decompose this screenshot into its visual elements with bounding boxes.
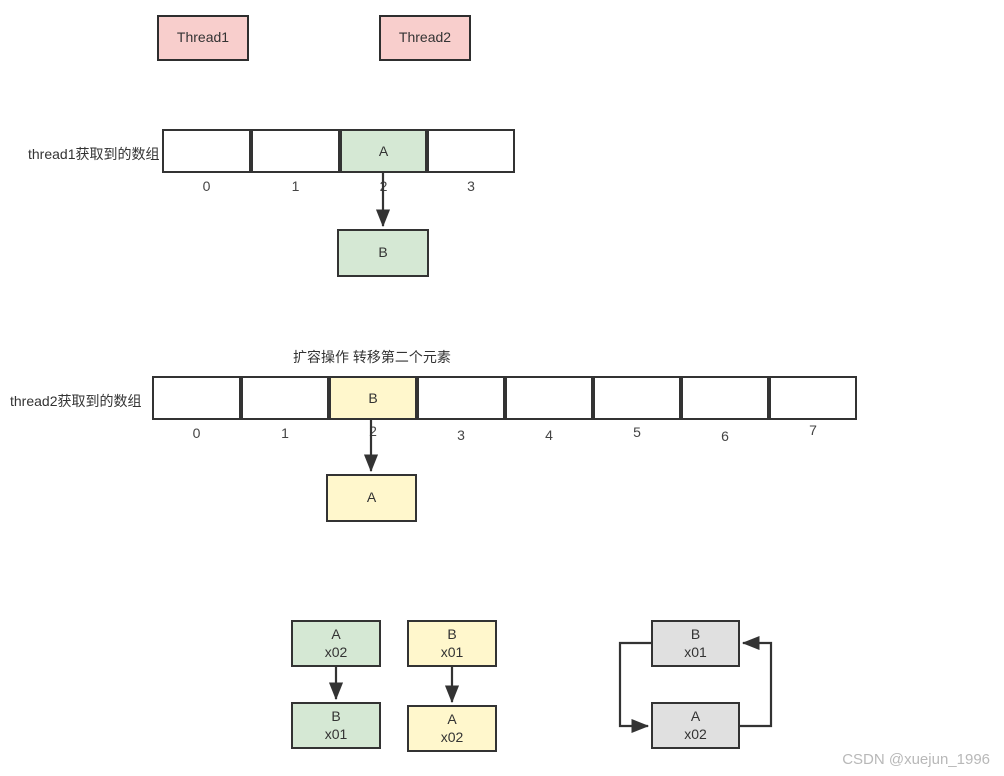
yellow-chain-top-name: B	[447, 626, 457, 642]
green-chain-top-node: A x02	[291, 620, 381, 667]
thread1-label: Thread1	[176, 29, 230, 46]
array2-index-7: 7	[809, 422, 817, 438]
array2-cell-6	[681, 376, 769, 420]
arrow-cycle-a-to-b	[740, 635, 773, 728]
array1-index-2: 2	[379, 178, 388, 194]
array2-index-4: 4	[545, 427, 553, 443]
array2-cell-5	[593, 376, 681, 420]
yellow-chain-bottom-addr: x02	[440, 728, 464, 745]
array2-cell-3	[417, 376, 505, 420]
thread2-array-label: thread2获取到的数组	[10, 393, 142, 409]
array2-index-5: 5	[633, 424, 641, 440]
array2-cell-7	[769, 376, 857, 420]
green-chain-top-addr: x02	[324, 643, 348, 660]
array1-index-1: 1	[291, 178, 300, 194]
array2-index-2: 2	[369, 423, 377, 439]
array1-cell-0	[162, 129, 251, 173]
thread2-label: Thread2	[398, 29, 452, 46]
watermark: CSDN @xuejun_1996	[842, 751, 990, 768]
cycle-top-node: B x01	[651, 620, 740, 667]
yellow-chain-bottom-name: A	[447, 711, 457, 727]
green-chain-bottom-addr: x01	[324, 725, 348, 742]
array1-cell-2: A	[340, 129, 427, 173]
green-chain-top-name: A	[331, 626, 341, 642]
green-chain-bottom-name: B	[331, 708, 341, 724]
array1-cell-1	[251, 129, 340, 173]
array2-index-3: 3	[457, 427, 465, 443]
array1-index-3: 3	[467, 178, 475, 194]
yellow-chain-bottom-node: A x02	[407, 705, 497, 752]
cycle-bottom-node: A x02	[651, 702, 740, 749]
array2-cell-1	[241, 376, 329, 420]
array2-index-6: 6	[721, 428, 729, 444]
yellow-chain-top-addr: x01	[440, 643, 464, 660]
array2-cell-0	[152, 376, 241, 420]
section2-caption: 扩容操作 转移第二个元素	[293, 349, 451, 365]
array1-cell-3	[427, 129, 515, 173]
array2-index-0: 0	[192, 425, 201, 441]
cycle-bottom-name: A	[690, 708, 701, 724]
thread1-array-label: thread1获取到的数组	[28, 146, 160, 162]
array2-cell-4	[505, 376, 593, 420]
section1-node-b-label: B	[378, 244, 388, 261]
array1-cell-2-value: A	[378, 143, 389, 159]
yellow-chain-top-node: B x01	[407, 620, 497, 667]
arrow-cycle-b-to-a	[618, 641, 651, 734]
cycle-top-addr: x01	[684, 643, 707, 660]
section2-node-a-label: A	[366, 489, 377, 506]
thread2-box: Thread2	[379, 15, 471, 61]
array2-cell-2-value: B	[368, 390, 378, 406]
section1-node-b: B	[337, 229, 429, 277]
array2-index-1: 1	[281, 425, 289, 441]
section2-node-a: A	[326, 474, 417, 522]
thread1-box: Thread1	[157, 15, 249, 61]
green-chain-bottom-node: B x01	[291, 702, 381, 749]
array2-cell-2: B	[329, 376, 417, 420]
array1-index-0: 0	[202, 178, 211, 194]
cycle-top-name: B	[690, 626, 701, 642]
cycle-bottom-addr: x02	[684, 725, 707, 742]
